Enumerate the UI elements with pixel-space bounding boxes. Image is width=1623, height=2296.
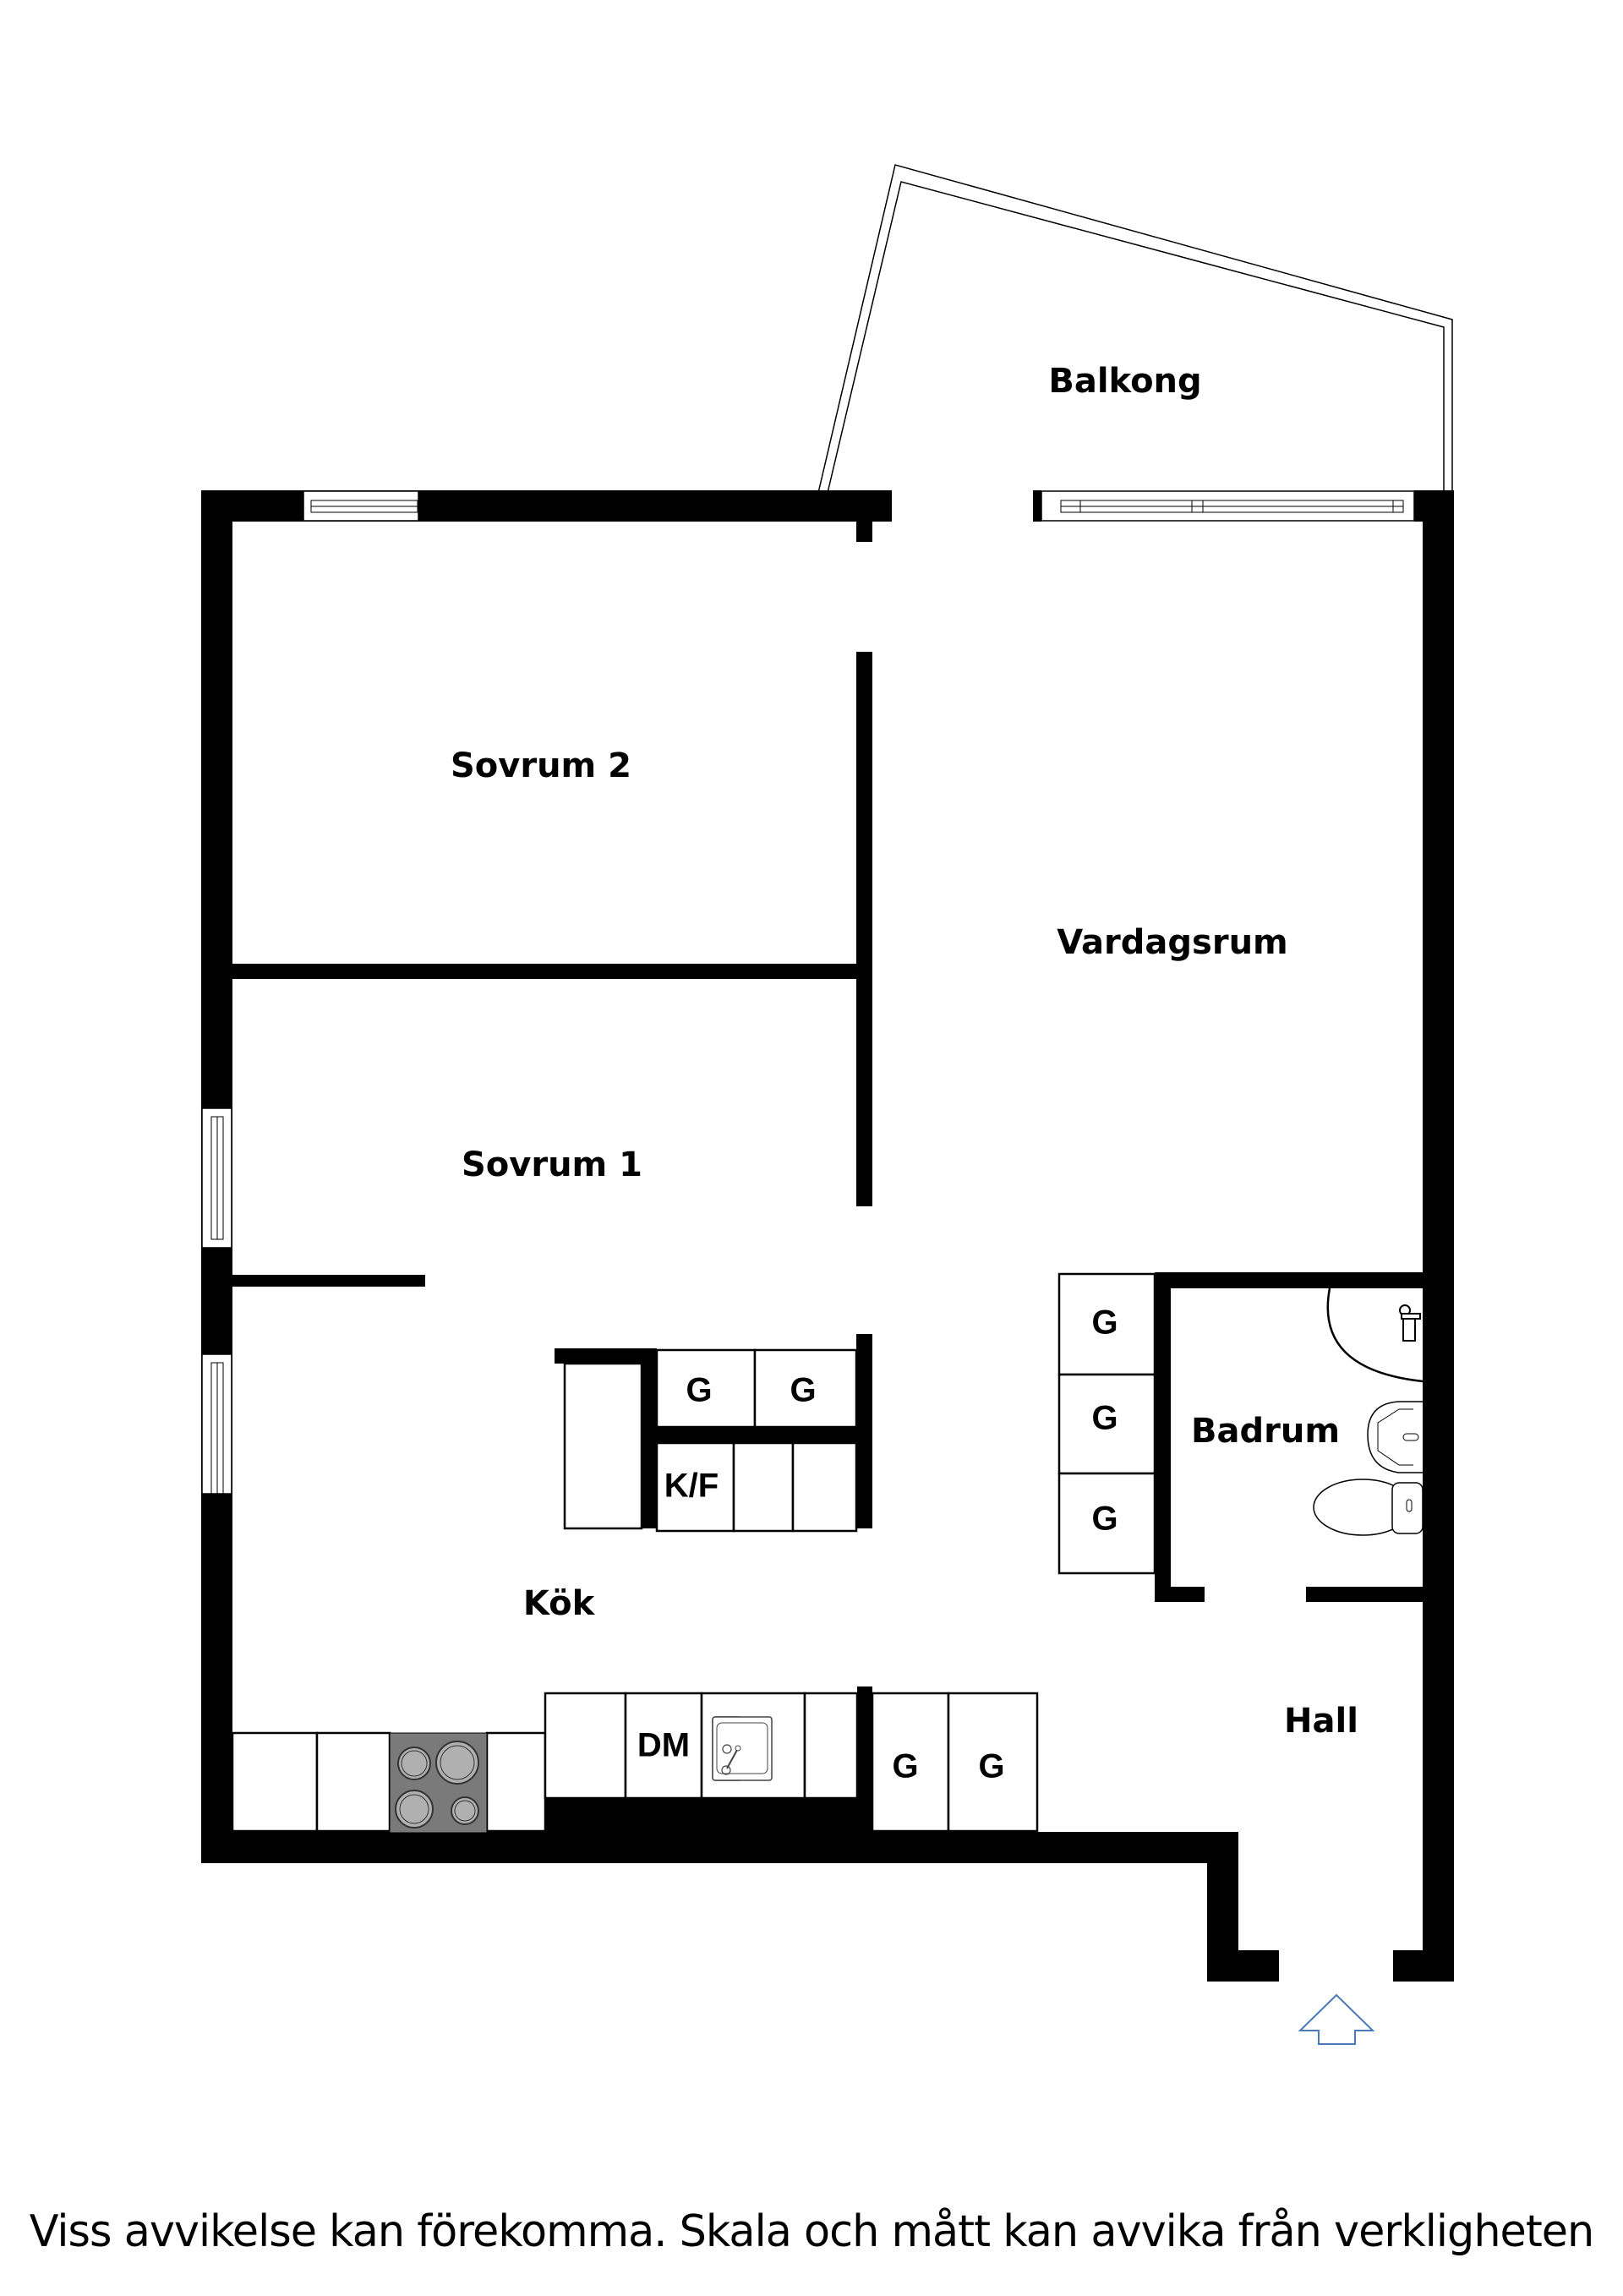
wardrobe-label: G (1091, 1304, 1118, 1342)
closet-block (563, 1348, 858, 1533)
wardrobe-label: G (790, 1371, 817, 1409)
entrance-arrow-icon (1298, 1993, 1375, 2045)
wardrobe-label: G (892, 1747, 919, 1785)
window-left-kok (201, 1353, 232, 1495)
room-label-kok: Kök (522, 1584, 595, 1623)
stove-icon (389, 1732, 488, 1834)
wardrobe-label: G (686, 1371, 713, 1409)
window-top-vardagsrum (1041, 490, 1415, 522)
room-label-vardagsrum: Vardagsrum (1057, 923, 1288, 962)
window-top-sovrum2 (303, 490, 419, 522)
hall-wardrobes (1057, 1272, 1156, 1575)
balcony-railing (817, 164, 1453, 494)
room-label-sovrum2: Sovrum 2 (450, 746, 632, 785)
wardrobe-label: G (978, 1747, 1005, 1785)
room-label-balkong: Balkong (1048, 362, 1202, 401)
disclaimer-text: Viss avvikelse kan förekomma. Skala och … (29, 2206, 1595, 2257)
dishwasher-label: DM (637, 1726, 691, 1764)
interior-walls (232, 652, 1423, 1832)
room-label-hall: Hall (1284, 1702, 1358, 1741)
toilet-icon (1313, 1479, 1424, 1536)
shower-icon (1326, 1287, 1424, 1383)
wardrobe-label: G (1091, 1399, 1118, 1437)
sink-icon (712, 1716, 773, 1781)
washbasin-icon (1367, 1401, 1423, 1473)
room-label-badrum: Badrum (1191, 1412, 1340, 1451)
window-left-sovrum1 (201, 1107, 232, 1249)
wardrobe-label: G (1091, 1500, 1118, 1538)
fridge-freezer-label: K/F (664, 1467, 719, 1505)
room-label-sovrum1: Sovrum 1 (461, 1145, 643, 1184)
